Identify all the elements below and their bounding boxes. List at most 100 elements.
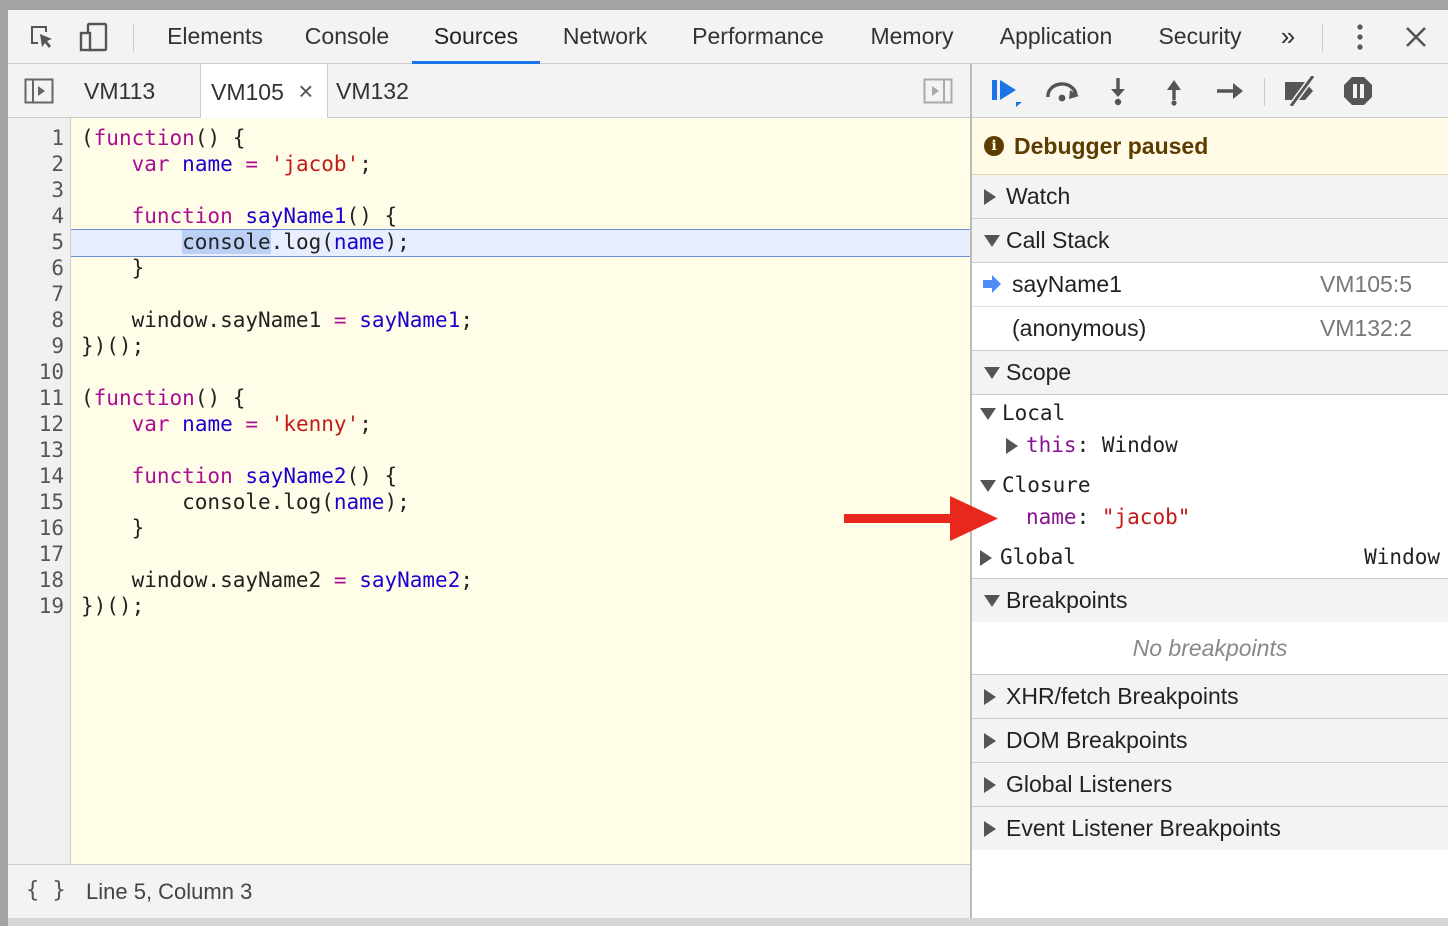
- line-number[interactable]: 15: [38, 490, 64, 514]
- tab-performance[interactable]: Performance: [692, 23, 824, 49]
- line-number[interactable]: 6: [51, 256, 64, 280]
- pretty-print-button[interactable]: { }: [26, 878, 66, 903]
- tab-console[interactable]: Console: [304, 23, 390, 49]
- line-number[interactable]: 13: [38, 438, 64, 462]
- section-scope[interactable]: Scope: [972, 351, 1448, 395]
- panel-splitter[interactable]: [970, 64, 972, 918]
- line-number[interactable]: 7: [51, 282, 64, 306]
- toggle-navigator-icon[interactable]: [22, 64, 56, 118]
- line-number[interactable]: 16: [38, 516, 64, 540]
- tab-sources[interactable]: Sources: [412, 10, 540, 64]
- code-line: })();: [81, 594, 145, 618]
- window-bottom-edge: [8, 918, 1448, 926]
- no-breakpoints-message: No breakpoints: [972, 622, 1448, 675]
- scope-this-entry[interactable]: this: Window: [1006, 430, 1178, 460]
- tab-elements[interactable]: Elements: [167, 23, 263, 49]
- line-number[interactable]: 9: [51, 334, 64, 358]
- section-event-listener-breakpoints[interactable]: Event Listener Breakpoints: [972, 807, 1448, 851]
- window-left-edge: [0, 10, 8, 926]
- step-icon[interactable]: [1210, 64, 1250, 118]
- line-number[interactable]: 14: [38, 464, 64, 488]
- deactivate-breakpoints-icon[interactable]: [1278, 64, 1324, 118]
- step-into-icon[interactable]: [1100, 64, 1136, 118]
- section-dom-breakpoints[interactable]: DOM Breakpoints: [972, 719, 1448, 763]
- section-label: Call Stack: [1006, 227, 1110, 253]
- file-tab-vm132[interactable]: VM132: [336, 78, 409, 104]
- section-xhr-breakpoints[interactable]: XHR/fetch Breakpoints: [972, 675, 1448, 719]
- file-tab-vm105[interactable]: VM105 ×: [200, 64, 328, 119]
- resume-icon[interactable]: [986, 64, 1026, 118]
- devtools-toolbar: Elements Console Sources Network Perform…: [8, 10, 1448, 64]
- code-line: window.sayName2 = sayName2;: [81, 568, 473, 592]
- line-number[interactable]: 3: [51, 178, 64, 202]
- line-number[interactable]: 1: [51, 126, 64, 150]
- expand-arrow-icon: [984, 821, 996, 837]
- line-number[interactable]: 2: [51, 152, 64, 176]
- collapse-arrow-icon: [984, 595, 1000, 607]
- tab-application[interactable]: Application: [999, 23, 1113, 49]
- scope-global[interactable]: Global: [980, 542, 1076, 572]
- line-number[interactable]: 10: [38, 360, 64, 384]
- scope-local[interactable]: Local: [980, 398, 1065, 428]
- scope-closure-entry[interactable]: name: "jacob": [1026, 502, 1190, 532]
- call-frame[interactable]: sayName1 VM105:5: [972, 263, 1448, 307]
- section-watch[interactable]: Watch: [972, 175, 1448, 219]
- scope-closure[interactable]: Closure: [980, 470, 1091, 500]
- current-frame-arrow-icon: [983, 275, 1001, 293]
- file-tab-vm113[interactable]: VM113: [84, 78, 156, 104]
- expand-arrow-icon: [1006, 438, 1018, 454]
- inspect-element-icon[interactable]: [24, 10, 60, 64]
- line-number[interactable]: 17: [38, 542, 64, 566]
- code-line: [81, 177, 94, 203]
- section-label: Scope: [1006, 359, 1072, 385]
- code-lines[interactable]: (function() { var name = 'jacob'; functi…: [71, 118, 970, 864]
- call-frame-location[interactable]: VM132:2: [1319, 315, 1412, 341]
- tab-network[interactable]: Network: [562, 23, 648, 49]
- window-top-edge: [0, 0, 1448, 10]
- collapse-arrow-icon: [984, 235, 1000, 247]
- line-number[interactable]: 8: [51, 308, 64, 332]
- line-number[interactable]: 4: [51, 204, 64, 228]
- step-over-icon[interactable]: [1040, 64, 1084, 118]
- code-line: console.log(name);: [182, 230, 410, 254]
- line-number[interactable]: 19: [38, 594, 64, 618]
- scope-global-label: Global: [1000, 545, 1076, 569]
- section-breakpoints[interactable]: Breakpoints: [972, 579, 1448, 623]
- line-number[interactable]: 5: [51, 230, 64, 254]
- call-frame-name: (anonymous): [1012, 315, 1147, 341]
- code-line: var name = 'kenny';: [131, 412, 372, 436]
- call-frame[interactable]: (anonymous) VM132:2: [972, 307, 1448, 351]
- collapse-arrow-icon: [980, 408, 996, 420]
- property-key: this: [1026, 433, 1077, 457]
- pause-on-exceptions-icon[interactable]: [1338, 64, 1378, 118]
- more-tabs-button[interactable]: »: [1280, 21, 1296, 51]
- property-value: "jacob": [1101, 505, 1191, 529]
- toggle-debugger-icon[interactable]: [920, 64, 956, 118]
- section-label: Watch: [1006, 183, 1071, 209]
- expand-arrow-icon: [984, 689, 996, 705]
- section-label: Global Listeners: [1006, 771, 1173, 797]
- tab-security[interactable]: Security: [1158, 23, 1242, 49]
- close-tab-icon[interactable]: ×: [298, 76, 314, 106]
- line-number[interactable]: 12: [38, 412, 64, 436]
- expand-arrow-icon: [980, 550, 992, 566]
- toolbar-separator: [133, 24, 134, 52]
- sidebar-empty-space: [972, 850, 1448, 918]
- line-number[interactable]: 11: [38, 386, 64, 410]
- line-number-gutter[interactable]: 1 2 3 4 5 6 7 8 9 10 11 12 13 14 15 16 1…: [8, 118, 71, 864]
- line-number[interactable]: 18: [38, 568, 64, 592]
- tab-memory[interactable]: Memory: [870, 23, 954, 49]
- scope-closure-label: Closure: [1002, 473, 1091, 497]
- section-global-listeners[interactable]: Global Listeners: [972, 763, 1448, 807]
- kebab-menu-icon[interactable]: [1340, 10, 1380, 64]
- section-label: XHR/fetch Breakpoints: [1006, 683, 1239, 709]
- code-line: [81, 541, 94, 567]
- property-key: name: [1026, 505, 1077, 529]
- device-toolbar-icon[interactable]: [76, 10, 112, 64]
- section-call-stack[interactable]: Call Stack: [972, 219, 1448, 263]
- step-out-icon[interactable]: [1156, 64, 1192, 118]
- info-icon: i: [984, 136, 1004, 156]
- close-icon[interactable]: [1396, 10, 1436, 64]
- call-frame-location[interactable]: VM105:5: [1319, 271, 1412, 297]
- paused-message: Debugger paused: [1014, 133, 1209, 159]
